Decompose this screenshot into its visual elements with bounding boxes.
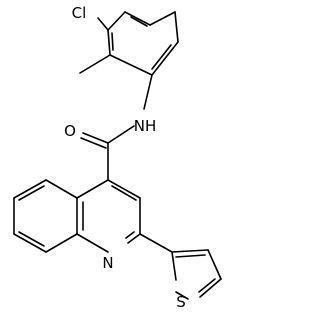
bond (171, 251, 177, 281)
bond (111, 32, 114, 51)
bond (45, 233, 78, 253)
bond (109, 54, 153, 76)
bond (124, 11, 151, 26)
bond (151, 44, 172, 70)
bond (13, 233, 47, 253)
bond (111, 185, 137, 201)
bond (18, 231, 45, 247)
bond-c-cl (97, 17, 109, 31)
bond-c-o-double (82, 132, 109, 144)
bond (107, 11, 126, 31)
bond (175, 291, 189, 300)
bond (76, 233, 109, 253)
bond (125, 231, 135, 239)
bond (13, 179, 47, 199)
bond (107, 29, 111, 56)
bond (207, 249, 222, 280)
bond-c-o-double (80, 137, 107, 149)
bond (149, 11, 176, 26)
bond (175, 254, 206, 258)
bond-quinoline-thiophene (139, 233, 173, 253)
thiophene-sulfur-label: S (176, 293, 186, 311)
bond (45, 179, 78, 199)
chloro-methyl-phenyl-ring (107, 11, 179, 76)
amide-nitrogen-label: NH (134, 117, 157, 135)
structure-canvas: Cl NH O N S (13, 4, 222, 311)
bond (174, 11, 179, 43)
bond-nh-carbonyl (107, 125, 135, 144)
bond (76, 179, 109, 199)
bond (198, 278, 216, 293)
quinoline-nitrogen-label: N (102, 254, 113, 272)
bond-ring-nh (143, 74, 153, 110)
carbonyl-oxygen-label: O (64, 122, 76, 140)
bond (18, 185, 45, 201)
bond (130, 16, 148, 27)
bond (107, 179, 141, 199)
bond (151, 41, 179, 76)
bond (127, 233, 141, 244)
chlorine-atom-label: Cl (72, 4, 87, 22)
bond (171, 249, 209, 253)
quinoline-ring-system (13, 179, 141, 253)
molecule-diagram: Cl NH O N S (13, 4, 222, 311)
bond-methyl (79, 54, 111, 74)
bond (199, 278, 222, 298)
thiophene-ring (171, 249, 222, 300)
